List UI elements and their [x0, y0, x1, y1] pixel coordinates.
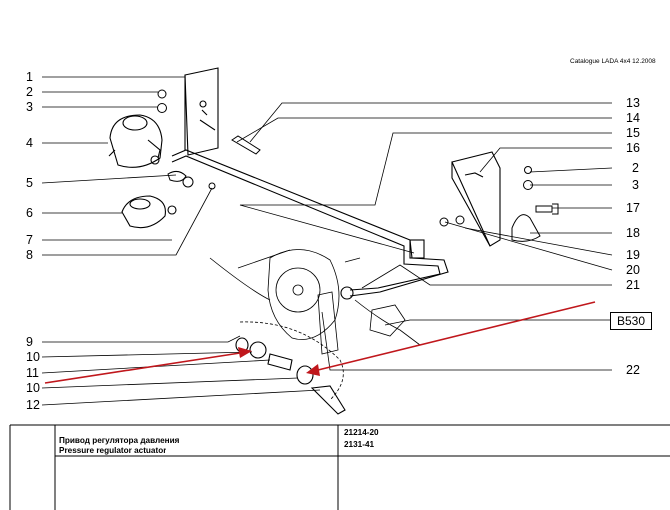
- right-bracket: [451, 151, 501, 247]
- callout-2: 2: [26, 85, 33, 99]
- callout-4: 4: [26, 136, 33, 150]
- bushings: [235, 337, 346, 415]
- callout-9: 9: [26, 335, 33, 349]
- dashed-arc: [239, 321, 344, 401]
- callout-3: 3: [26, 100, 33, 114]
- annotation-arrowheads: [238, 347, 320, 376]
- pressure-regulator: [108, 114, 163, 168]
- upper-bracket: [184, 67, 219, 156]
- callout-3-right: 3: [632, 178, 639, 192]
- callout-10-second: 10: [26, 381, 40, 395]
- callout-18: 18: [626, 226, 640, 240]
- lever-part: [167, 170, 187, 182]
- clip-18: [511, 214, 541, 242]
- axle-housing: [209, 249, 421, 355]
- catalogue-header: Catalogue LADA 4x4 12.2008: [570, 58, 656, 65]
- actuator-rod: [171, 149, 449, 300]
- washer-top-left: [157, 103, 167, 113]
- callout-10: 10: [26, 350, 40, 364]
- callout-17: 17: [626, 201, 640, 215]
- callout-21: 21: [626, 278, 640, 292]
- callout-6: 6: [26, 206, 33, 220]
- callout-16: 16: [626, 141, 640, 155]
- callout-20: 20: [626, 263, 640, 277]
- reference-box: B530: [610, 312, 652, 330]
- title-english: Pressure regulator actuator: [59, 446, 167, 455]
- annotation-arrows: [44, 301, 596, 384]
- callout-7: 7: [26, 233, 33, 247]
- callout-5: 5: [26, 176, 33, 190]
- callout-11: 11: [26, 366, 39, 380]
- protective-boot: [121, 195, 177, 229]
- callout-12: 12: [26, 398, 40, 412]
- bolt-14: [231, 135, 261, 155]
- callout-15: 15: [626, 126, 640, 140]
- callout-8: 8: [26, 248, 33, 262]
- code-primary: 21214-20: [344, 428, 379, 437]
- leader-lines-right: [236, 102, 613, 371]
- callout-2-right: 2: [632, 161, 639, 175]
- callout-13: 13: [626, 96, 640, 110]
- leader-lines-left: [41, 76, 321, 406]
- callout-1: 1: [26, 70, 33, 84]
- title-russian: Привод регулятора давления: [59, 436, 180, 445]
- code-secondary: 2131-41: [344, 440, 375, 449]
- callout-22: 22: [626, 363, 640, 377]
- callout-19: 19: [626, 248, 640, 262]
- callout-14: 14: [626, 111, 640, 125]
- nut-top-left: [157, 89, 167, 99]
- title-block: [9, 424, 670, 510]
